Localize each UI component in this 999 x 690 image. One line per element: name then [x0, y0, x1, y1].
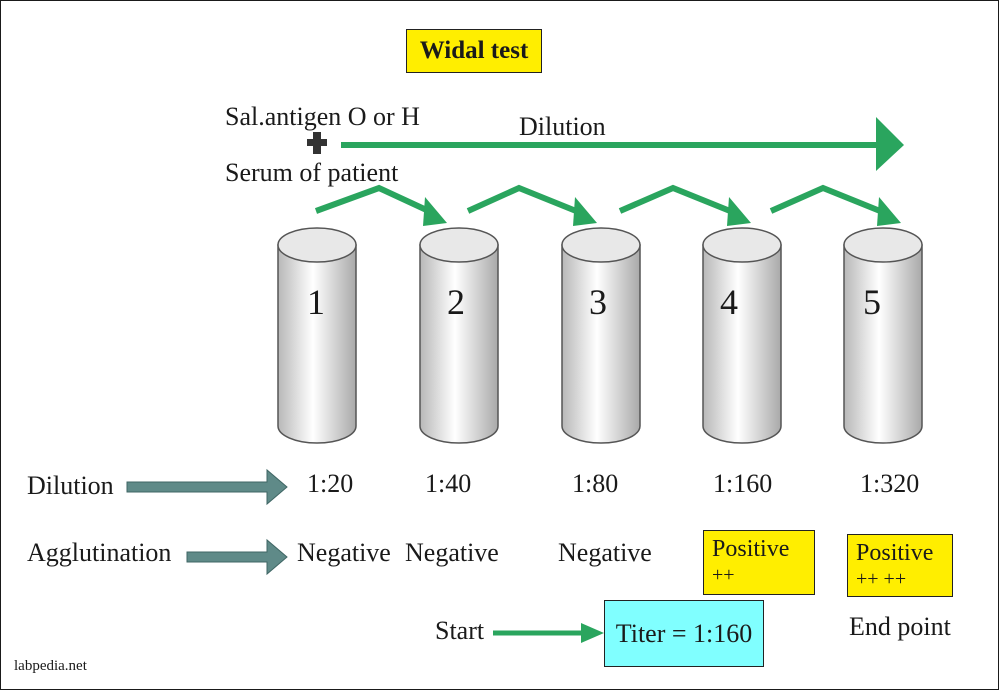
tube-1 — [277, 227, 357, 444]
tube-3 — [561, 227, 641, 444]
positive-grade-4: ++ — [712, 564, 735, 586]
tube-number-2: 2 — [447, 282, 465, 322]
dilution-value-3: 1:80 — [572, 469, 619, 498]
positive-label-4: Positive — [712, 536, 790, 562]
dilution-arrow — [341, 117, 904, 171]
agglutination-value-2: Negative — [405, 538, 499, 567]
agglutination-value-3: Negative — [558, 538, 652, 567]
tube-2 — [419, 227, 499, 444]
end-point-label: End point — [849, 612, 951, 641]
site-credit: labpedia.net — [14, 658, 87, 674]
tube-number-1: 1 — [307, 282, 325, 322]
dilution-row-arrow — [126, 468, 288, 506]
serum-label: Serum of patient — [225, 158, 399, 187]
tube-number-5: 5 — [863, 282, 881, 322]
positive-result-5: Positive ++ ++ — [847, 534, 953, 597]
transfer-arrow-2 — [466, 184, 597, 226]
transfer-arrow-4 — [769, 184, 901, 226]
agglutination-row-label: Agglutination — [27, 538, 172, 567]
dilution-arrow-label: Dilution — [519, 112, 606, 141]
titer-box: Titer = 1:160 — [604, 600, 764, 667]
tube-5 — [843, 227, 923, 444]
dilution-value-5: 1:320 — [860, 469, 920, 498]
dilution-row-label: Dilution — [27, 471, 114, 500]
tube-number-3: 3 — [589, 282, 607, 322]
plus-icon — [307, 132, 327, 154]
page-title: Widal test — [406, 29, 542, 73]
positive-grade-5: ++ ++ — [856, 568, 907, 590]
start-label: Start — [435, 616, 485, 645]
agglutination-row-arrow — [186, 538, 288, 576]
start-arrow — [493, 623, 604, 643]
dilution-value-2: 1:40 — [425, 469, 472, 498]
dilution-value-1: 1:20 — [307, 469, 354, 498]
transfer-arrow-1 — [314, 184, 447, 226]
positive-label-5: Positive — [856, 540, 934, 566]
transfer-arrow-3 — [618, 184, 751, 226]
positive-result-4: Positive ++ — [703, 530, 815, 595]
antigen-label: Sal.antigen O or H — [225, 102, 420, 131]
tube-number-4: 4 — [720, 282, 738, 322]
agglutination-value-1: Negative — [297, 538, 391, 567]
dilution-value-4: 1:160 — [713, 469, 773, 498]
tube-4 — [702, 227, 782, 444]
